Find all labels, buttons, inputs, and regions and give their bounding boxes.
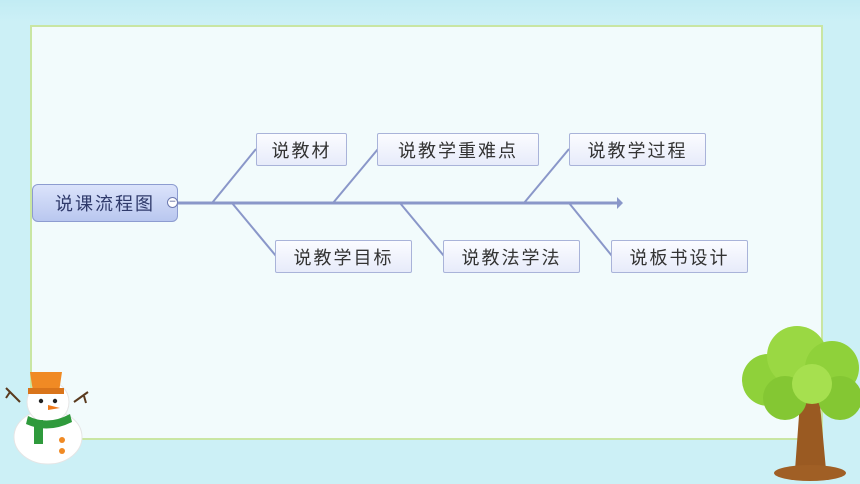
branch-line-bottom-3 (568, 202, 613, 257)
tree-icon (742, 326, 860, 481)
slide-top-band (0, 0, 860, 22)
node-label: 说教法学法 (461, 247, 562, 269)
content-frame (30, 25, 823, 440)
node-teaching-material[interactable]: 说教材 (256, 133, 347, 166)
node-label: 说板书设计 (629, 247, 730, 269)
node-teaching-goals[interactable]: 说教学目标 (275, 240, 412, 273)
node-board-design[interactable]: 说板书设计 (611, 240, 748, 273)
branch-line-bottom-2 (399, 202, 445, 257)
branch-line-top-3 (523, 148, 570, 204)
root-node[interactable]: 说课流程图 (32, 184, 178, 222)
spine-arrow (617, 197, 623, 209)
node-label: 说教学目标 (293, 247, 394, 269)
node-label: 说教学过程 (587, 140, 688, 162)
branch-line-bottom-1 (231, 202, 277, 257)
node-teaching-process[interactable]: 说教学过程 (569, 133, 706, 166)
branch-line-top-2 (332, 148, 379, 204)
node-label: 说教学重难点 (398, 140, 518, 162)
node-teaching-methods[interactable]: 说教法学法 (443, 240, 580, 273)
node-label: 说教材 (271, 140, 332, 162)
collapse-toggle-icon[interactable]: − (167, 197, 178, 208)
root-node-label: 说课流程图 (55, 194, 155, 215)
node-key-difficulties[interactable]: 说教学重难点 (377, 133, 539, 166)
snowman-icon (5, 372, 89, 465)
branch-line-top-1 (211, 148, 257, 204)
